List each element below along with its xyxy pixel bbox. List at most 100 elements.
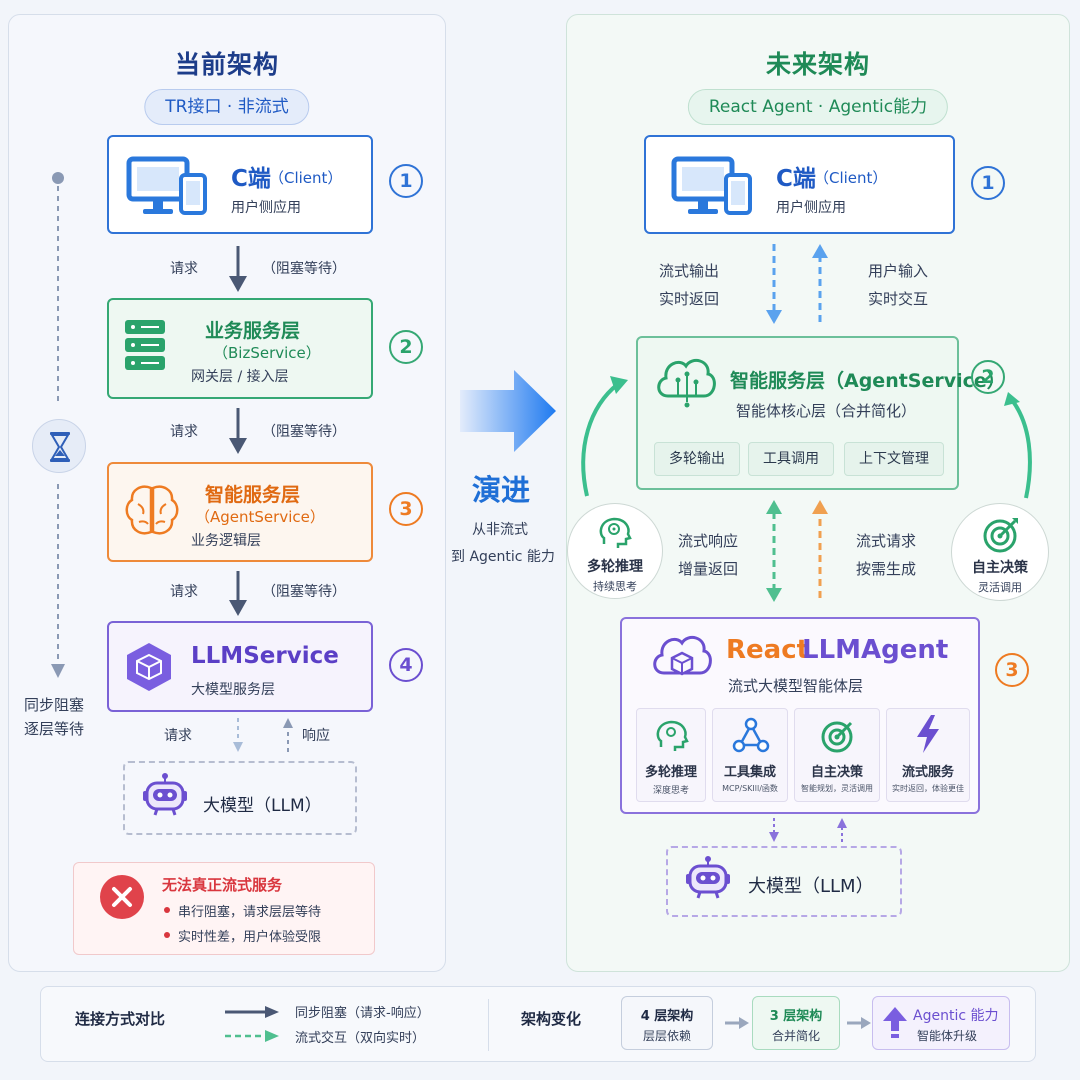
cloud-cube-icon: [653, 635, 712, 676]
legend-step-2-sub: 合并简化: [771, 1029, 820, 1043]
decision-sub: 灵活调用: [978, 581, 1022, 594]
legend-step-1-sub: 层层依赖: [642, 1029, 691, 1043]
legend-step-2-title: 3 层架构: [769, 1009, 823, 1024]
multi-round-circle: 多轮推理 持续思考: [567, 503, 663, 599]
server-stack-icon: [125, 320, 165, 370]
react-card-1-sub: 深度思考: [652, 786, 689, 796]
react-card-streaming: 流式服务 实时返回，体验更佳: [886, 708, 970, 802]
react-card-tools: 工具集成 MCP/SKIll/函数: [712, 708, 788, 802]
flow-resp-2: 增量返回: [678, 560, 739, 578]
current-architecture-title: 当前架构: [174, 50, 279, 79]
upgrade-arrow-icon: [883, 1007, 907, 1038]
hourglass-icon: [32, 419, 86, 473]
evolution-title: 演进: [472, 473, 531, 507]
flow-out-1: 流式输出: [659, 262, 720, 280]
right-step-2-badge: 2: [971, 360, 1005, 394]
legend-step-1-title: 4 层架构: [640, 1009, 694, 1024]
right-agent-sub: 智能体核心层（合并简化）: [736, 402, 917, 420]
desktop-mobile-icon: [671, 156, 752, 215]
legend-step-3-sub: 智能体升级: [917, 1029, 978, 1043]
left-req-3-label: 请求: [170, 584, 198, 600]
left-llm-label: 大模型（LLM）: [203, 796, 322, 816]
sync-label-1: 同步阻塞: [24, 696, 85, 714]
react-title-a: React: [726, 635, 810, 665]
cube-icon: [127, 643, 171, 691]
future-architecture-pill: React Agent · Agentic能力: [687, 89, 949, 125]
right-step-1-badge: 1: [971, 166, 1005, 200]
left-step-1-badge: 1: [389, 164, 423, 198]
brain-icon: [125, 485, 179, 535]
left-llmservice-box: LLMService 大模型服务层: [107, 621, 373, 712]
left-client-paren: （Client）: [269, 169, 343, 187]
left-step-4-badge: 4: [389, 648, 423, 682]
multi-round-sub: 持续思考: [593, 580, 637, 593]
legend-sync-arrow: [225, 1006, 279, 1018]
future-architecture-title: 未来架构: [765, 50, 870, 79]
right-client-paren: （Client）: [814, 169, 888, 187]
legend-change-title: 架构变化: [521, 1010, 582, 1028]
sync-label-2: 逐层等待: [24, 720, 85, 738]
warning-item-1: 串行阻塞，请求层层等待: [178, 905, 322, 920]
cloud-circuit-icon: [657, 358, 716, 408]
decision-title: 自主决策: [972, 560, 1028, 576]
react-card-1-title: 多轮推理: [644, 765, 697, 780]
desktop-mobile-icon: [126, 156, 207, 215]
left-req-3-wait: （阻塞等待）: [262, 584, 346, 600]
chip-multi-output: 多轮输出: [654, 442, 740, 476]
right-agent-title: 智能服务层（AgentService）: [730, 370, 1006, 392]
target-icon: [983, 518, 1018, 553]
right-client-sub: 用户侧应用: [776, 200, 846, 216]
left-agent-paren: （AgentService）: [195, 508, 325, 526]
legend-title: 连接方式对比: [75, 1010, 166, 1028]
right-client-box: C端 （Client） 用户侧应用: [644, 135, 955, 234]
legend-stream-arrow: [225, 1030, 279, 1042]
legend-step-4layer: 4 层架构 层层依赖: [621, 996, 713, 1050]
left-req-2-wait: （阻塞等待）: [262, 424, 346, 440]
left-step-3-badge: 3: [389, 492, 423, 526]
react-card-multi-round: 多轮推理 深度思考: [636, 708, 706, 802]
multi-round-title: 多轮推理: [587, 559, 643, 575]
legend-chevron-2: [847, 1017, 871, 1029]
legend-step-3-title: Agentic 能力: [913, 1008, 999, 1024]
left-resp-4-label: 响应: [302, 728, 330, 744]
react-sub: 流式大模型智能体层: [728, 677, 864, 695]
right-client-agent-arrows: [766, 244, 828, 324]
react-card-2-title: 工具集成: [723, 765, 776, 780]
legend-divider: [488, 999, 489, 1051]
left-llmservice-sub: 大模型服务层: [191, 682, 275, 698]
right-llm-box: 大模型（LLM）: [666, 846, 902, 917]
evolution-arrow-icon: [460, 370, 556, 452]
legend-step-agentic: Agentic 能力 智能体升级: [872, 996, 1010, 1050]
react-card-3-title: 自主决策: [810, 765, 863, 780]
warning-bullet-1: [164, 907, 170, 913]
left-client-sub: 用户侧应用: [231, 200, 301, 216]
left-biz-box: 业务服务层 （BizService） 网关层 / 接入层: [107, 298, 373, 399]
lightning-icon: [917, 715, 939, 753]
error-x-icon: [100, 875, 144, 919]
react-card-2-sub: MCP/SKIll/函数: [722, 784, 778, 793]
legend-step-3layer: 3 层架构 合并简化: [752, 996, 840, 1050]
warning-box: 无法真正流式服务 串行阻塞，请求层层等待 实时性差，用户体验受限: [73, 862, 375, 955]
react-card-decision: 自主决策 智能规划，灵活调用: [794, 708, 880, 802]
legend-bar: 连接方式对比 同步阻塞（请求-响应） 流式交互（双向实时） 架构变化 4 层架构…: [40, 986, 1036, 1062]
flow-req-1: 流式请求: [856, 532, 917, 550]
react-title-b: LLMAgent: [802, 635, 949, 665]
evolution-sub-2: 到 Agentic 能力: [451, 549, 555, 565]
right-step-3-badge: 3: [995, 653, 1029, 687]
legend-stream-label: 流式交互（双向实时）: [295, 1031, 426, 1046]
left-agent-title: 智能服务层: [205, 484, 301, 506]
head-gear-icon: [656, 720, 689, 751]
robot-icon: [686, 856, 730, 899]
user-in-1: 用户输入: [868, 262, 929, 280]
right-llm-label: 大模型（LLM）: [748, 876, 874, 897]
left-step-2-badge: 2: [389, 330, 423, 364]
left-req-4-label: 请求: [164, 728, 192, 744]
left-llm-arrows: [233, 718, 293, 752]
current-architecture-pill: TR接口 · 非流式: [144, 89, 310, 125]
loop-arrows: [581, 376, 1032, 499]
right-agent-box: 智能服务层（AgentService） 智能体核心层（合并简化） 多轮输出 工具…: [636, 336, 1006, 490]
react-card-3-sub: 智能规划，灵活调用: [801, 784, 873, 793]
left-llmservice-title: LLMService: [191, 643, 339, 669]
network-nodes-icon: [732, 717, 770, 753]
flow-resp-1: 流式响应: [678, 532, 739, 550]
